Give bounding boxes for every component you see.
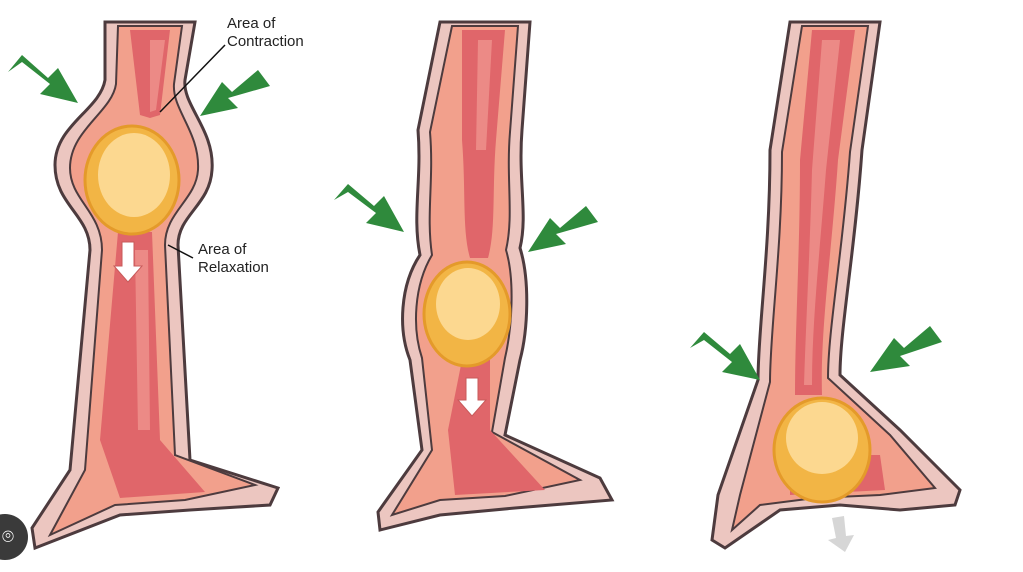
stage-1-down-arrow — [112, 241, 144, 283]
stage-1-lumen-highlight — [135, 40, 165, 430]
contraction-label-line2: Contraction — [227, 33, 304, 50]
relaxation-label-line1: Area of — [198, 241, 247, 258]
stage-3-bolus-highlight — [786, 402, 858, 474]
stage-1-right-pressure-arrow — [200, 70, 270, 116]
stage-2-right-pressure-arrow — [528, 206, 598, 252]
stage-2-lumen-highlight — [476, 40, 492, 150]
stage-2-left-pressure-arrow — [334, 184, 404, 232]
stage-1-left-pressure-arrow — [8, 55, 78, 103]
stage-3-tube — [710, 20, 962, 550]
stage-3-right-pressure-arrow — [870, 326, 942, 372]
relaxation-leader-line — [167, 244, 194, 259]
stage-3-lumen — [790, 30, 885, 495]
stage-2-tube — [376, 20, 615, 532]
stage-3-lumen-highlight — [804, 40, 840, 385]
stage-1-tube — [30, 20, 281, 551]
stage-1-lumen — [100, 30, 205, 498]
stage-2-down-arrow — [456, 377, 488, 417]
stage-3-faded-down-arrow — [828, 516, 854, 552]
contraction-label-line1: Area of — [227, 15, 276, 32]
relaxation-label-line2: Relaxation — [198, 259, 269, 276]
stage-3-muscle — [730, 25, 937, 533]
stage-2-bolus-highlight — [436, 268, 500, 340]
stage-1-bolus-highlight — [98, 133, 170, 217]
corner-badge-glyph-icon: ⌾ — [2, 524, 14, 548]
contraction-leader-line — [159, 44, 226, 113]
stage-3-left-pressure-arrow — [690, 332, 760, 380]
